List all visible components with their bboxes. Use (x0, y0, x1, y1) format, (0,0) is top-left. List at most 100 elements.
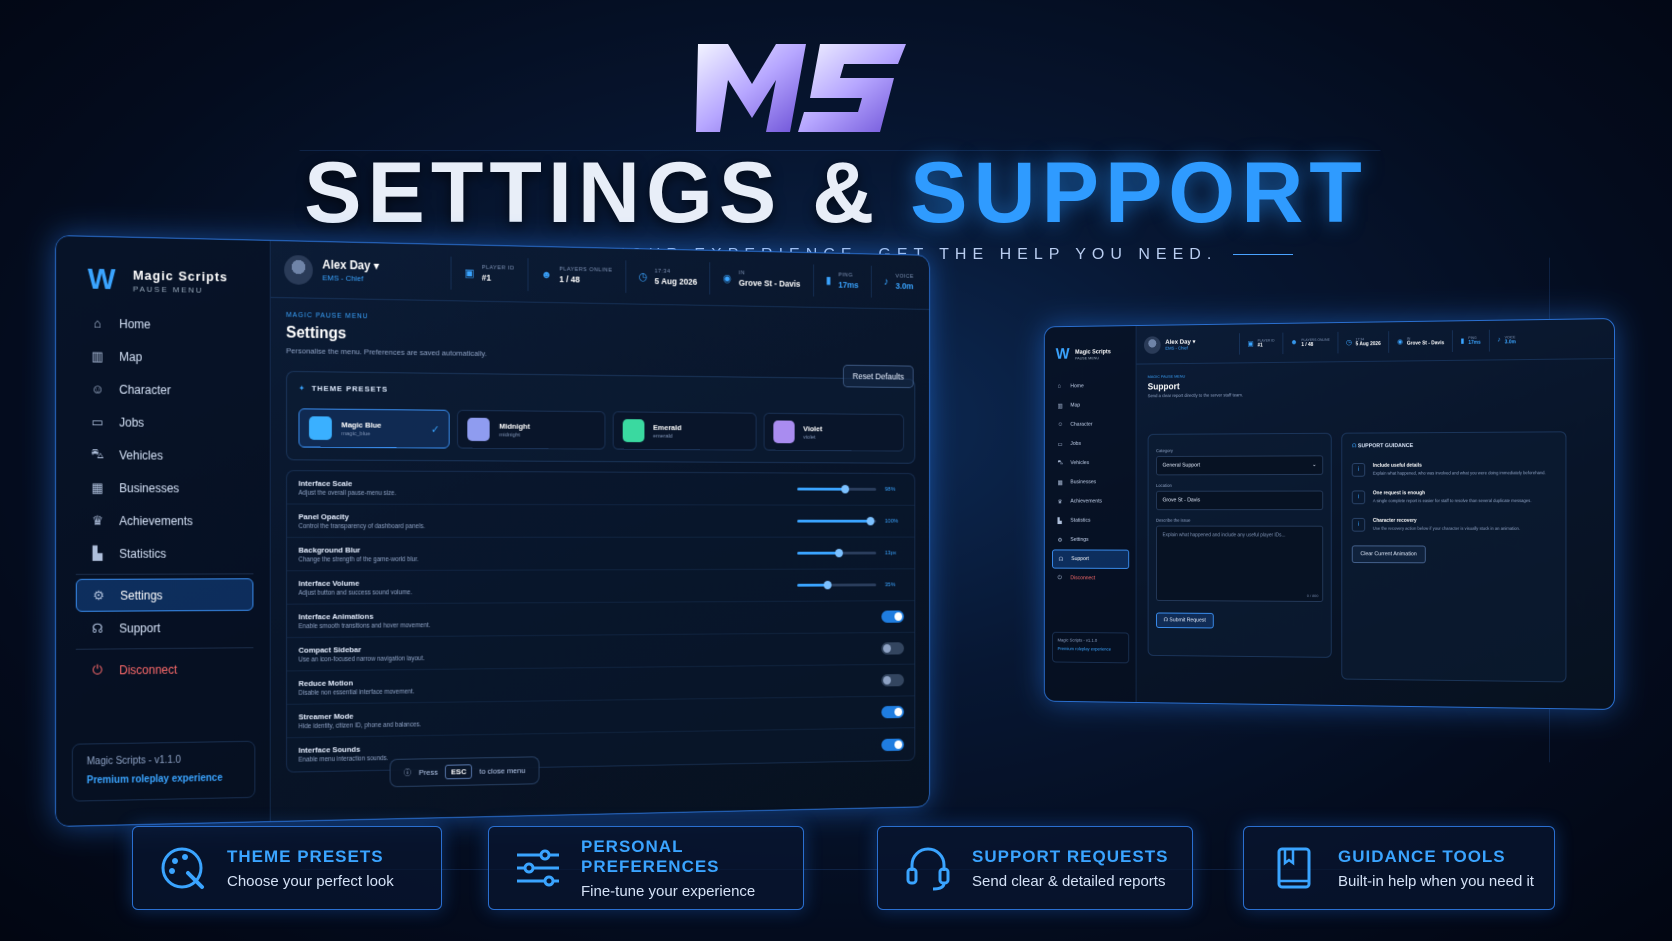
sidebar-item-character[interactable]: ☺Character (1052, 415, 1129, 435)
briefcase-icon: ▭ (90, 414, 106, 430)
stat-voice: ♪VOICE3.0m (871, 265, 926, 298)
reset-defaults-button[interactable]: Reset Defaults (843, 365, 914, 388)
page-title: SETTINGS & SUPPORT (0, 150, 1672, 236)
stat-time: ◷17:345 Aug 2026 (1337, 331, 1388, 353)
sidebar-item-vehicles[interactable]: ⛍Vehicles (76, 438, 254, 472)
esc-key: ESC (445, 764, 472, 779)
gear-icon: ⚙ (1058, 537, 1065, 544)
power-icon: ⏻ (1058, 575, 1065, 582)
user-icon: ☺ (1058, 422, 1065, 428)
background-blur-slider[interactable] (797, 552, 876, 555)
theme-emerald[interactable]: Emeraldemerald (612, 411, 756, 450)
sidebar-item-support[interactable]: ☊Support (76, 611, 254, 645)
guide-item: iCharacter recoveryUse the recovery acti… (1352, 518, 1556, 532)
location-input[interactable]: Grove St - Davis (1156, 491, 1323, 511)
trophy-icon: ♛ (1058, 498, 1065, 505)
settings-content: MAGIC PAUSE MENU Settings Personalise th… (271, 298, 929, 821)
compact-sidebar-toggle[interactable] (881, 642, 904, 654)
theme-violet[interactable]: Violetviolet (763, 413, 904, 452)
streamer-mode-toggle[interactable] (881, 706, 904, 718)
sidebar-item-disconnect[interactable]: ⏻Disconnect (76, 652, 254, 687)
sidebar-item-settings[interactable]: ⚙Settings (76, 578, 254, 612)
brand-name: Magic Scripts (133, 268, 228, 285)
panel-opacity-slider[interactable] (797, 520, 876, 523)
theme-midnight[interactable]: Midnightmidnight (457, 410, 605, 450)
stat-location: ◉INGrove St - Davis (710, 262, 813, 296)
home-icon: ⌂ (90, 316, 106, 331)
sliders-icon (513, 842, 563, 894)
sidebar-item-home[interactable]: ⌂Home (76, 306, 254, 342)
support-topbar: Alex Day ▾EMS - Chief ▣PLAYER ID#1 ☻PLAY… (1137, 319, 1614, 365)
category-select[interactable]: General Support⌄ (1156, 455, 1323, 475)
interface-animations-toggle[interactable] (881, 610, 904, 622)
support-guidance: ☊ SUPPORT GUIDANCE iInclude useful detai… (1341, 431, 1566, 682)
sidebar-item-achievements[interactable]: ♛Achievements (76, 504, 254, 537)
sidebar-item-character[interactable]: ☺Character (76, 372, 254, 407)
premium-text: Premium roleplay experience (87, 773, 241, 787)
map-icon: ▥ (90, 348, 106, 364)
brand-logo-icon: W (1056, 346, 1070, 363)
stat-time: ◷17:345 Aug 2026 (625, 260, 710, 294)
signal-icon: ▮ (1461, 337, 1465, 345)
version-text: Magic Scripts - v1.1.0 (87, 754, 241, 768)
sidebar-item-settings[interactable]: ⚙Settings (1052, 530, 1129, 549)
map-icon: ▥ (1058, 402, 1065, 409)
info-icon: i (1352, 518, 1365, 532)
interface-scale-slider[interactable] (797, 488, 876, 491)
book-icon (1268, 842, 1320, 894)
support-sidebar: W Magic ScriptsPAUSE MENU ⌂Home ▥Map ☺Ch… (1045, 326, 1137, 702)
divider (76, 647, 254, 650)
stat-player-id: ▣PLAYER ID#1 (451, 256, 528, 290)
sidebar-item-businesses[interactable]: ▦Businesses (76, 471, 254, 504)
theme-magic-blue[interactable]: Magic Bluemagic_blue✓ (298, 408, 449, 448)
trophy-icon: ♛ (90, 513, 106, 529)
brand-logo-icon: W (88, 263, 121, 298)
sidebar-item-disconnect[interactable]: ⏻Disconnect (1052, 569, 1129, 589)
home-icon: ⌂ (1058, 384, 1065, 390)
sidebar-item-achievements[interactable]: ♛Achievements (1052, 492, 1129, 511)
info-icon: i (1352, 490, 1365, 504)
option-background-blur: Background BlurChange the strength of th… (287, 538, 914, 572)
car-icon: ⛍ (90, 446, 106, 464)
sidebar-item-jobs[interactable]: ▭Jobs (1052, 434, 1129, 454)
id-card-icon: ▣ (1248, 339, 1254, 347)
theme-swatch (622, 419, 644, 442)
building-icon: ▦ (90, 480, 106, 496)
sidebar-item-statistics[interactable]: ▙Statistics (1052, 511, 1129, 530)
sidebar-item-businesses[interactable]: ▦Businesses (1052, 473, 1129, 492)
sidebar-nav: ⌂Home ▥Map ☺Character ▭Jobs ⛍Vehicles ▦B… (1052, 376, 1129, 588)
power-icon: ⏻ (90, 662, 106, 678)
sidebar-item-jobs[interactable]: ▭Jobs (76, 405, 254, 439)
sidebar-item-statistics[interactable]: ▙Statistics (76, 537, 254, 570)
submit-request-button[interactable]: ☊ Submit Request (1156, 612, 1213, 628)
info-icon: i (1352, 463, 1365, 477)
sidebar-item-map[interactable]: ▥Map (76, 339, 254, 374)
support-window: W Magic ScriptsPAUSE MENU ⌂Home ▥Map ☺Ch… (1044, 318, 1615, 710)
sidebar-item-support[interactable]: ☊Support (1052, 549, 1129, 568)
feature-card-support-requests: SUPPORT REQUESTSSend clear & detailed re… (877, 826, 1193, 910)
issue-textarea[interactable]: Explain what happened and include any us… (1156, 526, 1323, 602)
stat-ping: ▮PING17ms (813, 264, 871, 297)
info-icon: ⓘ (404, 767, 412, 778)
user-icon: ☺ (90, 381, 106, 396)
palette-icon (157, 842, 209, 894)
sidebar-item-vehicles[interactable]: ⛍Vehicles (1052, 453, 1129, 473)
user-role: EMS - Chief (322, 273, 379, 283)
sidebar-item-home[interactable]: ⌂Home (1052, 376, 1129, 396)
user-profile[interactable]: Alex Day ▾ EMS - Chief (271, 254, 451, 287)
clear-animation-button[interactable]: Clear Current Animation (1352, 545, 1426, 563)
interface-sounds-toggle[interactable] (881, 738, 904, 751)
option-interface-animations: Interface AnimationsEnable smooth transi… (287, 601, 914, 638)
reduce-motion-toggle[interactable] (881, 674, 904, 686)
char-count: 0 / 800 (1307, 593, 1319, 598)
option-panel-opacity: Panel OpacityControl the transparency of… (287, 504, 914, 537)
clock-icon: ◷ (1346, 338, 1352, 346)
sidebar-item-map[interactable]: ▥Map (1052, 395, 1129, 415)
stat-player-id: ▣PLAYER ID#1 (1239, 332, 1282, 354)
support-form: Category General Support⌄ Location Grove… (1148, 433, 1332, 658)
user-profile[interactable]: Alex Day ▾EMS - Chief (1137, 335, 1239, 354)
interface-volume-slider[interactable] (797, 583, 876, 586)
brand: W Magic ScriptsPAUSE MENU (1056, 346, 1111, 364)
headset-icon: ☊ (90, 620, 106, 636)
id-card-icon: ▣ (465, 267, 475, 280)
